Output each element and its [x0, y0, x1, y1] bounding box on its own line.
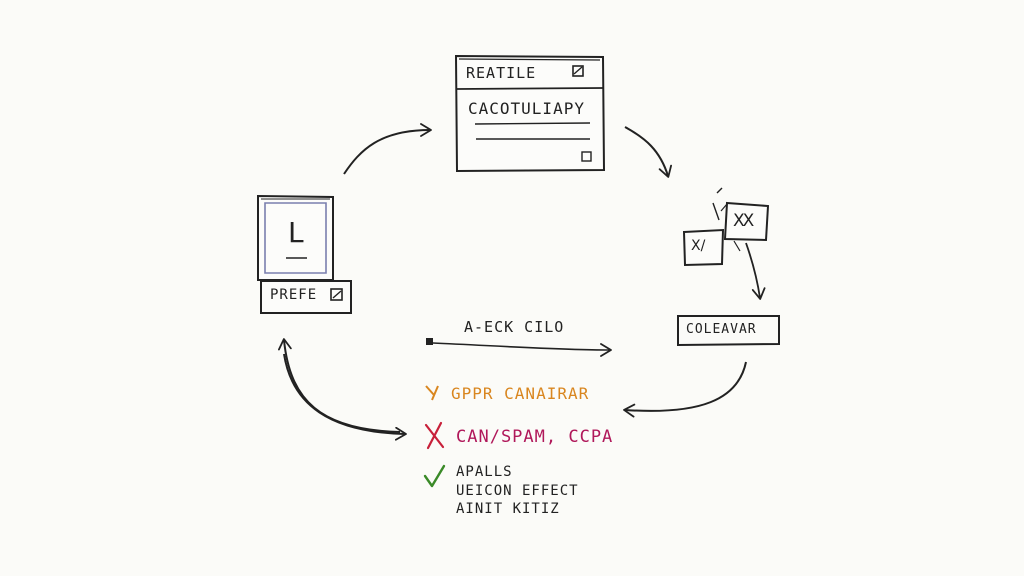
- front-sticker-text: X/: [691, 238, 706, 254]
- top-card: [454, 54, 606, 173]
- arrow-cluster-to-box: [745, 242, 766, 300]
- screen-outline: [264, 202, 327, 274]
- left-card-letter: L: [288, 216, 305, 249]
- legend-item-3-line-2: UEICON EFFECT: [456, 483, 579, 499]
- right-label-box: [677, 315, 780, 347]
- legend-item-2: CAN/SPAM, CCPA: [456, 427, 614, 447]
- legend-item-3-line-3: AINIT KITIZ: [456, 501, 560, 517]
- center-arrow: [432, 342, 612, 357]
- right-box-label: COLEAVAR: [686, 322, 757, 337]
- arrow-left-to-top: [343, 123, 432, 175]
- left-card-label: PREFE: [270, 287, 318, 303]
- checkbox-icon: [330, 288, 343, 301]
- arrow-top-to-right: [624, 126, 672, 178]
- corner-box-icon: [581, 151, 592, 162]
- legend-item-1: GPPR CANAIRAR: [451, 384, 590, 403]
- top-card-title: REATILE: [466, 64, 537, 82]
- orange-marker-icon: [425, 385, 439, 401]
- legend-item-3-line-1: APALLS: [456, 464, 513, 480]
- arrow-right-to-legend: [623, 361, 747, 418]
- red-x-icon: [424, 421, 445, 450]
- left-device-card: [257, 194, 352, 314]
- center-arrow-label: A-ECK CILO: [464, 318, 565, 336]
- green-check-icon: [423, 464, 446, 488]
- checkbox-icon: [572, 65, 584, 77]
- arrow-legend-to-left: [278, 338, 401, 433]
- arrow-left-to-legend: [283, 353, 407, 441]
- right-sticker-cluster: [682, 187, 770, 267]
- arrow-start-dot: [426, 338, 433, 345]
- back-sticker-text: XX: [733, 211, 754, 231]
- top-card-body: CACOTULIAPY: [468, 99, 585, 118]
